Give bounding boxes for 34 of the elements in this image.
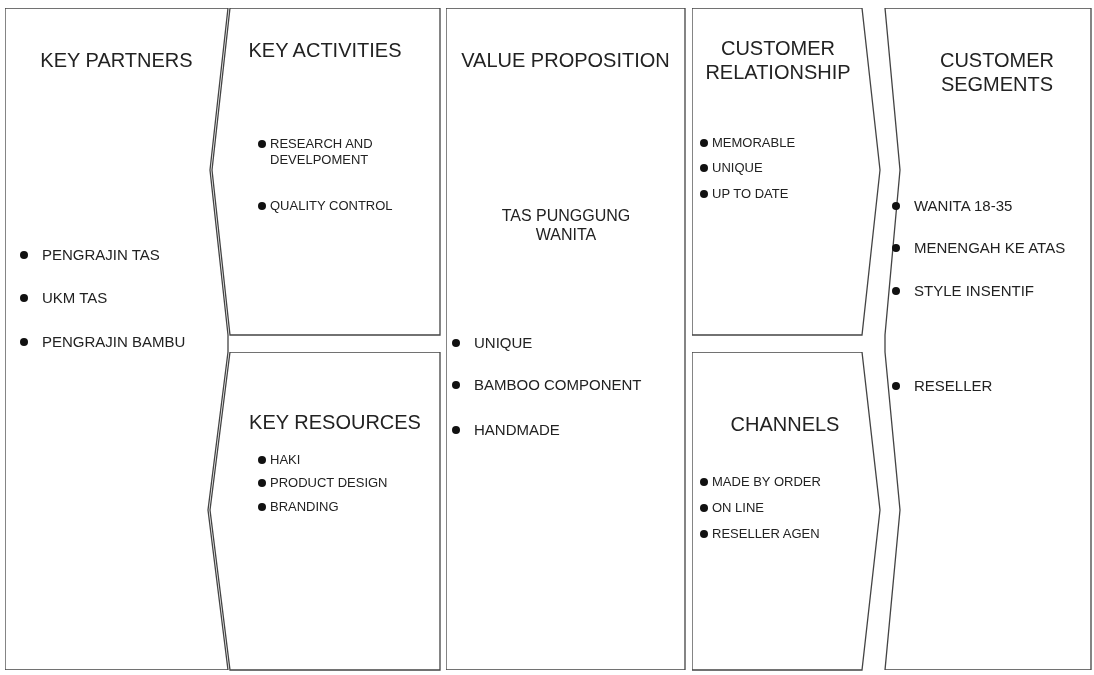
- bullet-item: MENENGAH KE ATAS: [892, 239, 1066, 257]
- bullet-item: UNIQUE: [452, 334, 533, 352]
- bullet-item: BAMBOO COMPONENT: [452, 376, 642, 394]
- bullet-item: STYLE INSENTIF: [892, 282, 1035, 300]
- panel-heading: CHANNELS: [729, 412, 841, 436]
- canvas-panel: [692, 352, 882, 672]
- panel-heading: KEY ACTIVITIES: [247, 38, 403, 62]
- bullet-item: QUALITY CONTROL: [258, 198, 393, 214]
- bullet-item: ON LINE: [700, 500, 764, 516]
- canvas-panel: [210, 8, 442, 336]
- panel-heading: CUSTOMER RELATIONSHIP: [704, 36, 852, 84]
- canvas-panel: [446, 8, 686, 670]
- bullet-item: UKM TAS: [20, 289, 108, 307]
- bullet-item: MEMORABLE: [700, 135, 796, 151]
- panel-text: TAS PUNGGUNG WANITA: [500, 206, 632, 245]
- bullet-item: PRODUCT DESIGN: [258, 475, 388, 491]
- bullet-item: PENGRAJIN TAS: [20, 246, 160, 264]
- panel-heading: KEY RESOURCES: [248, 410, 422, 434]
- bullet-item: UNIQUE: [700, 160, 763, 176]
- bullet-item: BRANDING: [258, 499, 339, 515]
- bullet-item: HANDMADE: [452, 421, 560, 439]
- bullet-item: PENGRAJIN BAMBU: [20, 333, 186, 351]
- bullet-item: RESELLER AGEN: [700, 526, 820, 542]
- bullet-item: WANITA 18-35: [892, 197, 1013, 215]
- bullet-item: RESEARCH AND DEVELPOMENT: [258, 136, 410, 168]
- bullet-item: RESELLER: [892, 377, 993, 395]
- canvas-panel: [884, 8, 1092, 670]
- panel-heading: VALUE PROPOSITION: [460, 48, 671, 72]
- bullet-item: MADE BY ORDER: [700, 474, 821, 490]
- panel-heading: KEY PARTNERS: [39, 48, 194, 72]
- canvas-panel: [692, 8, 882, 336]
- panel-heading: CUSTOMER SEGMENTS: [938, 48, 1056, 96]
- bullet-item: HAKI: [258, 452, 301, 468]
- bullet-item: UP TO DATE: [700, 186, 789, 202]
